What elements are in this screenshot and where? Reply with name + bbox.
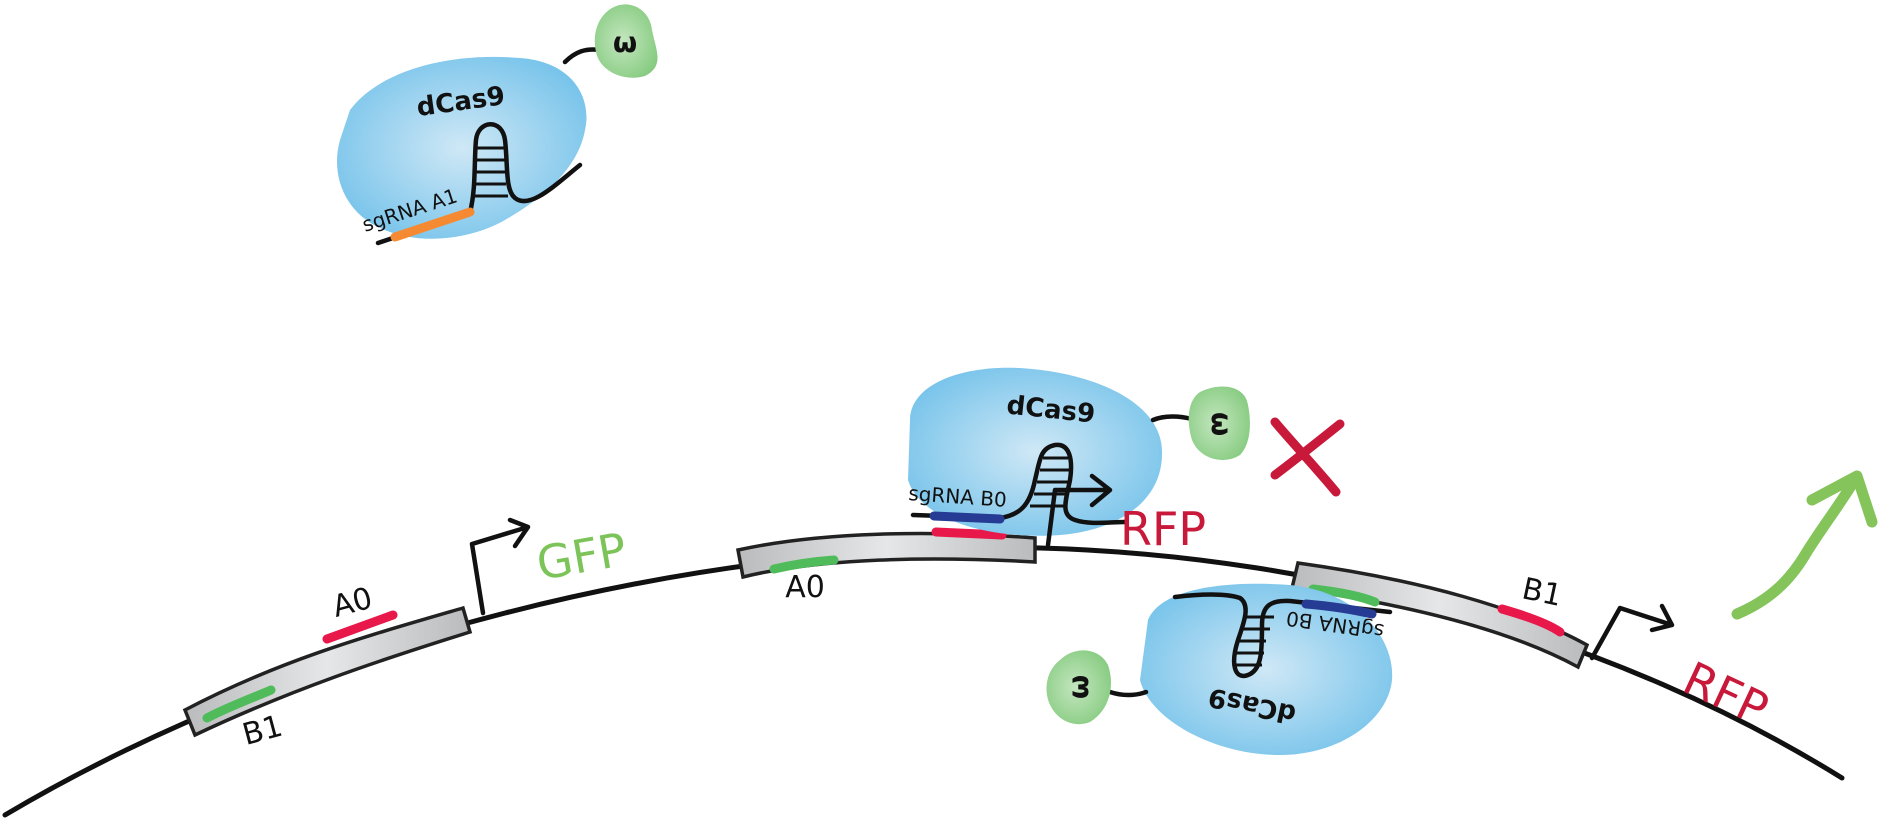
bound-dcas9-bottom: dCas9 ω sgRNA B0 [1046,583,1393,755]
cross-mark-icon [1270,417,1345,497]
promoter-arrow-rfp-blocked [1045,473,1113,548]
dcas9-body [908,367,1163,536]
site-label-a0: A0 [329,581,376,625]
hairpin-rungs [472,146,508,198]
guide-a1 [390,207,475,242]
free-dcas9-complex: ω dCas9 sgRNA A1 [337,4,658,246]
omega-linker [1107,689,1149,698]
site-b0-green [1308,584,1380,607]
gene-block-2: A0 [735,527,1037,605]
omega-label: ω [613,26,637,59]
omega-domain [1046,650,1111,725]
promoter-arrow-gfp [469,517,531,616]
bound-dcas9-top: dCas9 ω sgRNA B0 [908,367,1345,548]
site-a0-green [769,555,839,574]
gene-block-3: B1 [1289,561,1590,670]
site-label-b1: B1 [1519,571,1565,613]
omega-domain [594,4,658,78]
site-label-b1: B1 [239,709,286,753]
gene-block-1: A0 B1 [182,581,473,753]
dcas9-body [337,56,587,239]
dcas9-body [1140,583,1393,755]
guide-b0 [929,511,1005,524]
omega-linker [1150,414,1195,423]
promoter-arrow-rfp-active [1589,603,1675,661]
rfp-label-repressed: RFP [1120,502,1206,556]
site-b1-green [202,685,276,723]
up-arrow-icon [1731,470,1878,620]
omega-domain [1188,386,1250,460]
omega-label: ω [1062,675,1095,699]
operator-block [1289,561,1590,670]
site-label-a0: A0 [785,570,825,605]
omega-label: ω [1205,412,1238,436]
hairpin-rungs [1236,615,1274,667]
rfp-label-active: RFP [1675,651,1776,736]
sgrna-strand [910,442,1128,526]
omega-linker [562,47,603,65]
operator-block [182,605,473,738]
site-a0-red [322,610,398,644]
site-b1-red [1497,604,1565,637]
gfp-label: GFP [533,522,631,591]
site-b0-red [931,527,1007,540]
guide-b0 [1301,599,1377,619]
hairpin-rungs [1030,456,1070,508]
sgrna-strand [375,122,583,246]
